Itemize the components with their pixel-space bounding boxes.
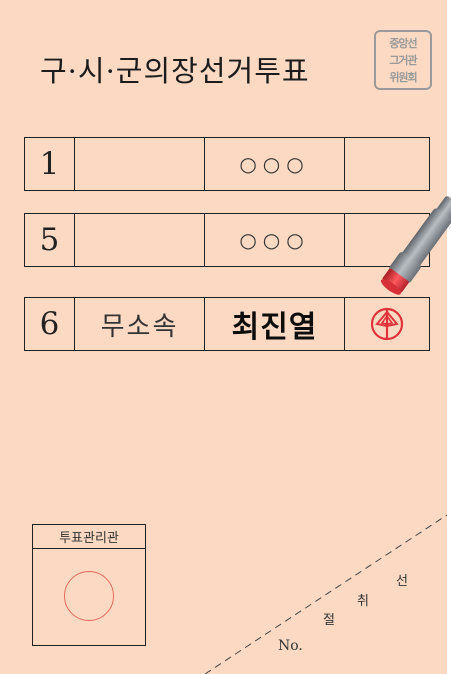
official-stamp-circle-icon [64,571,114,621]
candidate-name: ○○○ [205,214,345,266]
candidate-party [75,214,205,266]
serial-number-label: No. [278,638,303,654]
candidate-row-1[interactable]: 1 ○○○ [24,137,430,191]
candidate-row-6[interactable]: 6 무소속 최진열 [24,297,430,351]
voting-stamp-mark-icon [370,307,404,341]
tear-off-char: 취 [357,594,369,609]
vote-mark-box[interactable] [345,214,429,266]
election-commission-seal-icon: 중앙선 그거관 위원회 [374,30,432,90]
candidate-row-5[interactable]: 5 ○○○ [24,213,430,267]
candidate-name: ○○○ [205,138,345,190]
candidate-number: 1 [25,138,75,190]
candidate-name: 최진열 [205,298,345,350]
seal-line-3: 위원회 [389,70,417,84]
vote-mark-box[interactable] [345,298,429,350]
candidate-party: 무소속 [75,298,205,350]
ballot-title: 구·시·군의장선거투표 [40,54,310,88]
candidate-party [75,138,205,190]
candidate-number: 5 [25,214,75,266]
official-label: 투표관리관 [33,525,145,549]
candidate-number: 6 [25,298,75,350]
seal-line-2: 그거관 [389,53,417,67]
polling-official-box: 투표관리관 [32,524,146,646]
tear-off-char: 선 [396,574,408,589]
seal-line-1: 중앙선 [389,36,417,50]
tear-off-char: 절 [323,613,335,628]
vote-mark-box[interactable] [345,138,429,190]
